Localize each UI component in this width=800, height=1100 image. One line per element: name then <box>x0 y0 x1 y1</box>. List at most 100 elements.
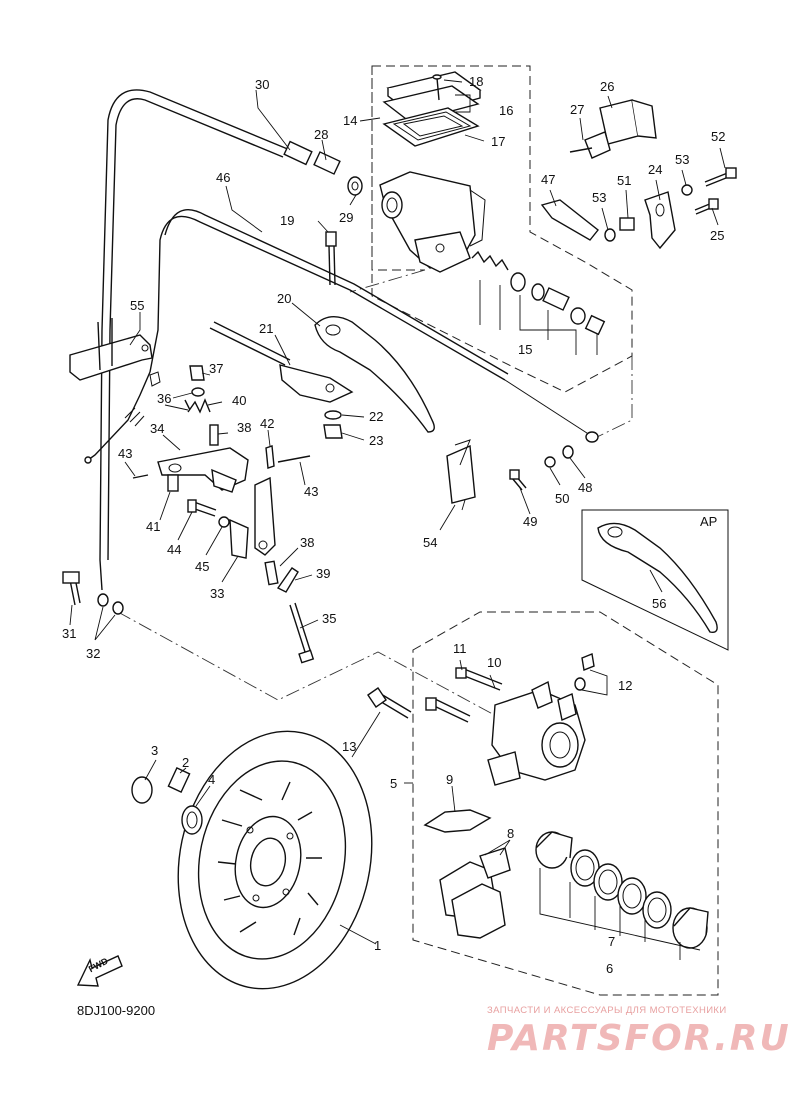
callout-8: 8 <box>507 826 514 841</box>
pedal-linkage <box>209 321 354 403</box>
callout-28: 28 <box>314 127 328 142</box>
callout-17: 17 <box>491 134 505 149</box>
callout-27: 27 <box>570 102 584 117</box>
bolt-10 <box>461 668 503 691</box>
callout-54: 54 <box>423 535 437 550</box>
pin-43b <box>277 455 311 463</box>
ap-inset-label: AP <box>700 514 718 529</box>
cable-end-lower <box>87 371 151 461</box>
callout-16: 16 <box>499 103 513 118</box>
watermark-brand: PARTSFOR.RU <box>487 1018 791 1059</box>
callout-39: 39 <box>316 566 330 581</box>
callout-26: 26 <box>600 79 614 94</box>
callout-12: 12 <box>618 678 632 693</box>
cable-fitting <box>283 140 363 196</box>
callout-11: 11 <box>453 641 467 656</box>
pin-41 <box>167 474 179 492</box>
callout-5: 5 <box>390 776 397 791</box>
cable-bracket <box>69 318 153 381</box>
washer-50 <box>544 456 556 468</box>
callout-2: 2 <box>182 755 189 770</box>
callout-48: 48 <box>578 480 592 495</box>
linkage-line-1 <box>117 611 501 719</box>
callout-24: 24 <box>648 162 662 177</box>
master-cylinder-group-outline <box>371 65 633 393</box>
callout-30: 30 <box>255 77 269 92</box>
watermark-tagline: ЗАПЧАСТИ И АКСЕССУАРЫ ДЛЯ МОТОТЕХНИКИ <box>487 1005 727 1016</box>
label-tag-54 <box>446 444 476 504</box>
pin-42 <box>265 445 275 469</box>
callout-19: 19 <box>280 213 294 228</box>
brake-switch <box>569 99 657 159</box>
reservoir-group-outline <box>371 66 425 271</box>
plate-47 <box>540 199 599 241</box>
brake-pads <box>439 847 511 939</box>
leader-lines <box>69 79 726 945</box>
callout-9: 9 <box>446 772 453 787</box>
callout-18: 18 <box>469 74 483 89</box>
sleeve-38b <box>264 560 279 586</box>
cap-37 <box>189 365 205 381</box>
seal-4 <box>181 805 203 835</box>
brake-lever <box>314 316 435 433</box>
callout-20: 20 <box>277 291 291 306</box>
callout-38a: 38 <box>237 420 251 435</box>
spring-40 <box>184 398 211 414</box>
nut-36 <box>191 387 205 397</box>
clip-39 <box>276 567 299 593</box>
callout-37: 37 <box>209 361 223 376</box>
washer-32b <box>112 601 124 615</box>
callout-14: 14 <box>343 113 357 128</box>
callout-47: 47 <box>541 172 555 187</box>
callout-32: 32 <box>86 646 100 661</box>
callout-46: 46 <box>216 170 230 185</box>
callout-34: 34 <box>150 421 164 436</box>
callout-52: 52 <box>711 129 725 144</box>
callout-15: 15 <box>518 342 532 357</box>
callout-53b: 53 <box>592 190 606 205</box>
bleeder-screw <box>581 653 595 671</box>
callout-1: 1 <box>374 938 381 953</box>
callout-55: 55 <box>130 298 144 313</box>
caliper-pistons <box>535 831 709 949</box>
pedal-arm-34 <box>157 447 249 493</box>
brake-caliper <box>487 680 586 786</box>
callout-23: 23 <box>369 433 383 448</box>
bolt-13 <box>377 693 412 719</box>
diagram-code: 8DJ100-9200 <box>77 1003 156 1018</box>
callout-51: 51 <box>617 173 631 188</box>
callout-45: 45 <box>195 559 209 574</box>
callout-36: 36 <box>157 391 171 406</box>
callout-42: 42 <box>260 416 274 431</box>
sleeve-38a <box>209 424 219 446</box>
pin-43a <box>132 474 149 479</box>
master-cylinder <box>379 171 486 273</box>
callout-35: 35 <box>322 611 336 626</box>
callout-33: 33 <box>210 586 224 601</box>
pad-spring <box>423 809 492 833</box>
callout-6: 6 <box>606 961 613 976</box>
collar-51 <box>619 217 635 231</box>
washer-22 <box>324 410 342 420</box>
rod-arm-33 <box>229 476 276 559</box>
callout-25: 25 <box>710 228 724 243</box>
bolt-11 <box>431 698 471 723</box>
circlip-3 <box>131 776 153 804</box>
washer-32a <box>97 593 109 607</box>
brake-disc <box>177 730 373 990</box>
linkage-line-2 <box>594 356 633 439</box>
callout-31: 31 <box>62 626 76 641</box>
nut-23 <box>323 424 343 439</box>
brake-cable <box>149 215 506 381</box>
bolt-19 <box>325 231 337 286</box>
rod-35 <box>289 602 315 664</box>
bracket-24 <box>644 191 676 250</box>
linkage-line-3 <box>349 269 426 293</box>
callout-53a: 53 <box>675 152 689 167</box>
callout-56: 56 <box>652 596 666 611</box>
callout-40: 40 <box>232 393 246 408</box>
callout-43b: 43 <box>304 484 318 499</box>
ap-inset <box>581 509 729 651</box>
caliper-group-outline <box>412 611 719 996</box>
